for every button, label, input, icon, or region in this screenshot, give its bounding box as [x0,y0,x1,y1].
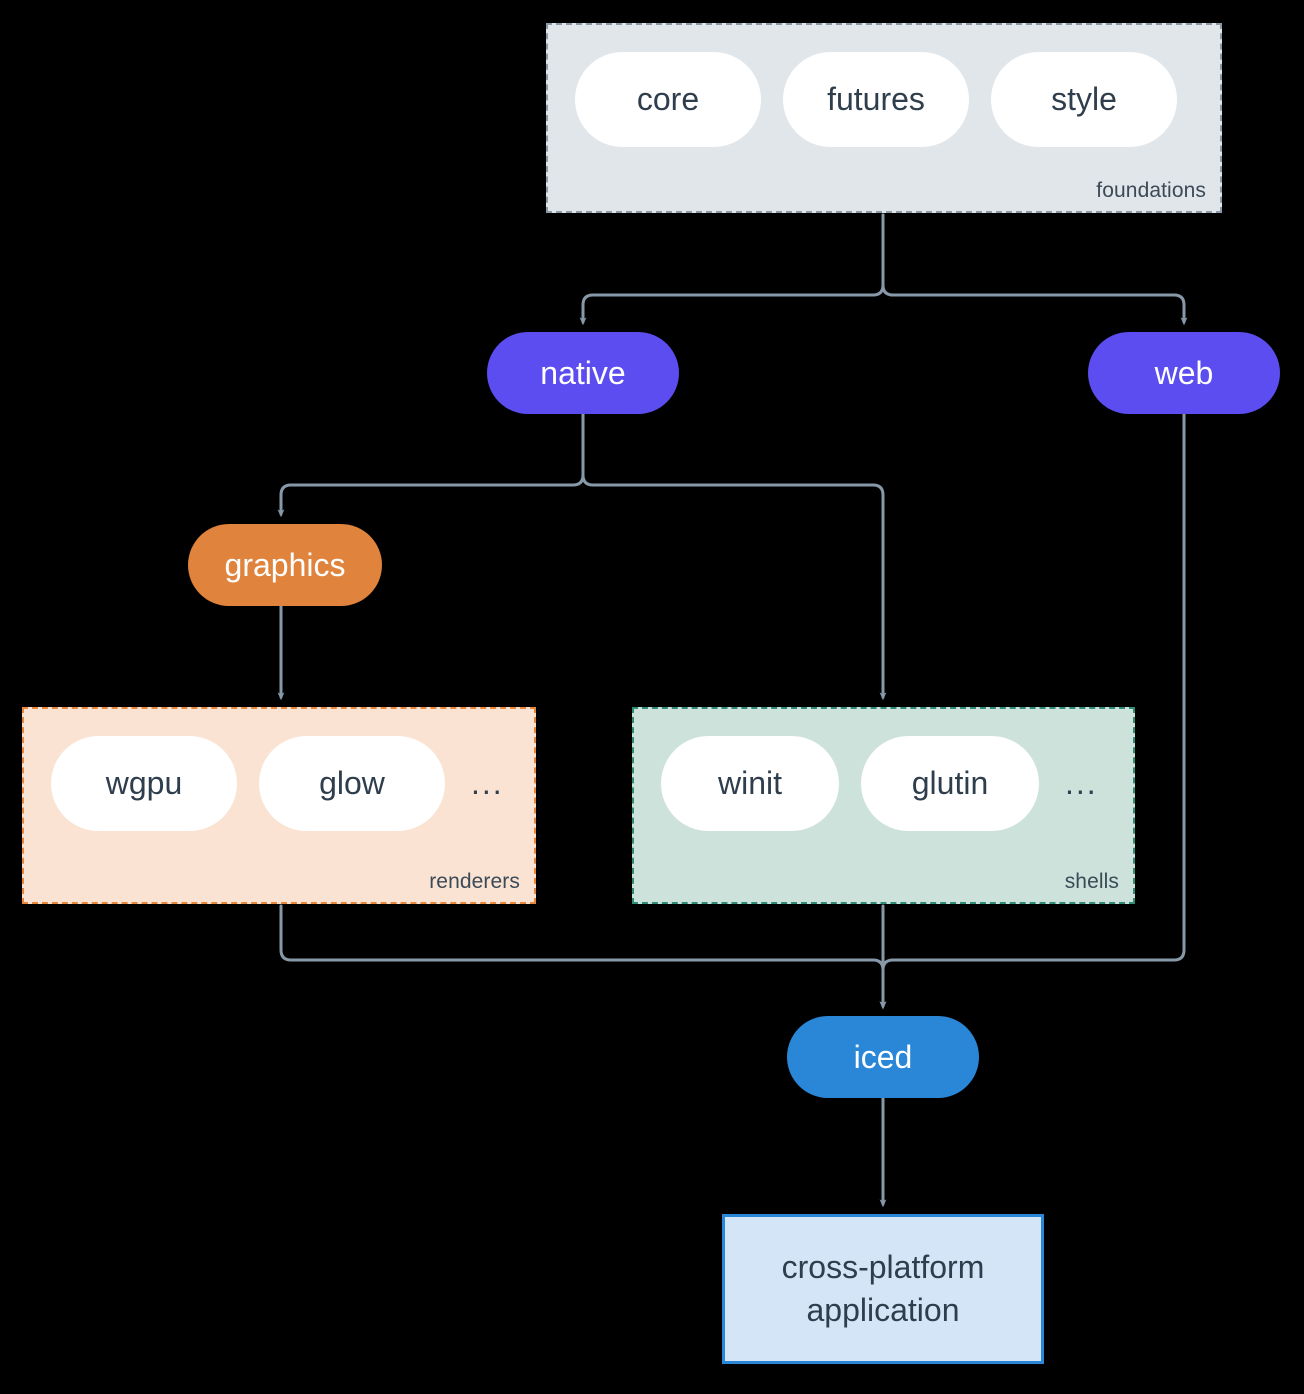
group-foundations: core futures style foundations [546,23,1222,213]
shells-members: winit glutin ... [661,736,1098,831]
node-iced[interactable]: iced [787,1016,979,1098]
node-web[interactable]: web [1088,332,1280,414]
shells-more-ellipsis: ... [1065,765,1098,801]
node-winit[interactable]: winit [661,736,839,831]
node-glow[interactable]: glow [259,736,445,831]
edge-renderers-iced [279,904,887,1010]
edge-native-graphics [277,412,585,518]
node-glutin[interactable]: glutin [861,736,1039,831]
group-label-shells: shells [1064,870,1119,893]
node-cross-platform-application[interactable]: cross-platform application [722,1214,1044,1364]
edge-foundations-native [579,213,885,326]
node-futures[interactable]: futures [783,52,969,147]
group-shells: winit glutin ... shells [632,707,1135,904]
node-native[interactable]: native [487,332,679,414]
group-label-renderers: renderers [429,870,520,893]
node-wgpu[interactable]: wgpu [51,736,237,831]
foundations-members: core futures style [575,52,1177,147]
renderers-members: wgpu glow ... [51,736,504,831]
edge-native-shells [581,412,887,701]
group-label-foundations: foundations [1096,179,1206,202]
group-renderers: wgpu glow ... renderers [22,707,536,904]
application-label-line2: application [806,1292,960,1328]
node-core[interactable]: core [575,52,761,147]
renderers-more-ellipsis: ... [471,765,504,801]
edge-foundations-web [881,213,1188,326]
application-label-line1: cross-platform [781,1248,985,1285]
node-style[interactable]: style [991,52,1177,147]
node-graphics[interactable]: graphics [188,524,382,606]
